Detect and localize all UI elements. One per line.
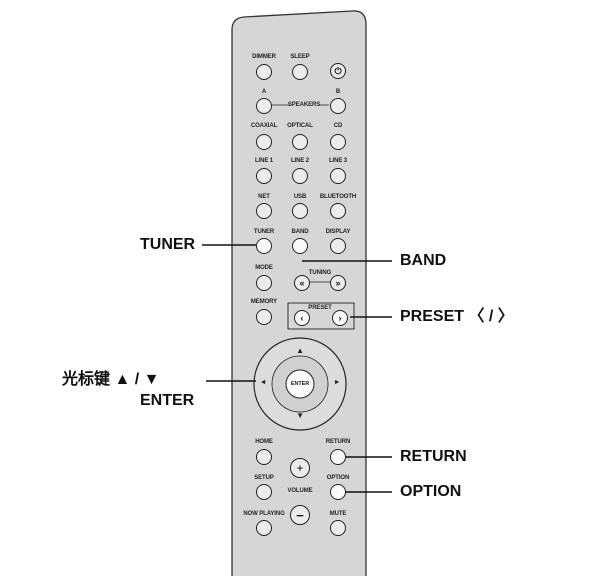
tuning-label: TUNING	[308, 270, 332, 276]
tuner-button[interactable]	[256, 238, 272, 254]
usb-label: USB	[293, 194, 307, 200]
memory-label: MEMORY	[250, 299, 278, 305]
bluetooth-button[interactable]	[330, 203, 346, 219]
callout-return: RETURN	[400, 448, 467, 465]
band-label: BAND	[291, 229, 309, 235]
callout-enter: ENTER	[140, 392, 195, 409]
mode-button[interactable]	[256, 275, 272, 291]
callout-band: BAND	[400, 252, 447, 269]
power-icon: ⏻	[334, 65, 342, 76]
mute-label: MUTE	[329, 511, 347, 517]
line1-button[interactable]	[256, 168, 272, 184]
return-button[interactable]	[330, 449, 346, 465]
line1-label: LINE 1	[254, 158, 274, 164]
double-chevron-right-icon: »	[335, 277, 341, 288]
cursor-down-icon[interactable]: ▼	[296, 411, 304, 420]
speakers-label: SPEAKERS	[287, 102, 321, 108]
speakers-a-label: A	[261, 89, 267, 95]
optical-button[interactable]	[292, 134, 308, 150]
return-label: RETURN	[325, 439, 351, 445]
line3-label: LINE 3	[328, 158, 348, 164]
mode-label: MODE	[255, 265, 273, 271]
sleep-button[interactable]	[292, 64, 308, 80]
line3-button[interactable]	[330, 168, 346, 184]
preset-next-button[interactable]: ›	[332, 310, 348, 326]
now-playing-button[interactable]	[256, 520, 272, 536]
volume-label: VOLUME	[287, 488, 313, 494]
display-label: DISPLAY	[325, 229, 351, 235]
net-label: NET	[258, 194, 270, 200]
now-playing-label: NOW PLAYING	[243, 511, 285, 517]
speakers-b-button[interactable]	[330, 98, 346, 114]
cursor-right-icon[interactable]: ►	[333, 379, 341, 386]
sleep-label: SLEEP	[290, 54, 310, 60]
dimmer-label: DIMMER	[252, 54, 276, 60]
coaxial-button[interactable]	[256, 134, 272, 150]
home-button[interactable]	[256, 449, 272, 465]
chevron-right-icon: ›	[338, 312, 342, 323]
display-button[interactable]	[330, 238, 346, 254]
memory-button[interactable]	[256, 309, 272, 325]
line2-button[interactable]	[292, 168, 308, 184]
callout-preset: PRESET 〈 / 〉	[400, 308, 514, 325]
coaxial-label: COAXIAL	[250, 123, 278, 129]
plus-icon: +	[296, 461, 304, 475]
speakers-b-label: B	[335, 89, 341, 95]
option-button[interactable]	[330, 484, 346, 500]
option-label: OPTION	[326, 475, 350, 481]
enter-button[interactable]: ENTER	[290, 381, 310, 387]
bluetooth-label: BLUETOOTH	[319, 194, 357, 200]
speakers-a-button[interactable]	[256, 98, 272, 114]
volume-down-button[interactable]: −	[290, 505, 310, 525]
double-chevron-left-icon: «	[299, 277, 305, 288]
preset-prev-button[interactable]: ‹	[294, 310, 310, 326]
line2-label: LINE 2	[290, 158, 310, 164]
home-label: HOME	[255, 439, 273, 445]
preset-label: PRESET	[308, 305, 332, 311]
optical-label: OPTICAL	[287, 123, 313, 129]
cursor-up-icon[interactable]: ▲	[296, 346, 304, 355]
tuner-label: TUNER	[253, 229, 275, 235]
setup-button[interactable]	[256, 484, 272, 500]
volume-up-button[interactable]: +	[290, 458, 310, 478]
setup-label: SETUP	[254, 475, 274, 481]
callout-tuner: TUNER	[140, 236, 196, 253]
power-button[interactable]: ⏻	[330, 63, 346, 79]
callout-option: OPTION	[400, 483, 462, 500]
cursor-left-icon[interactable]: ◄	[259, 379, 267, 386]
tuning-up-button[interactable]: »	[330, 275, 346, 291]
cd-button[interactable]	[330, 134, 346, 150]
net-button[interactable]	[256, 203, 272, 219]
cd-label: CD	[333, 123, 343, 129]
mute-button[interactable]	[330, 520, 346, 536]
chevron-left-icon: ‹	[300, 312, 304, 323]
band-button[interactable]	[292, 238, 308, 254]
minus-icon: −	[296, 507, 304, 523]
tuning-down-button[interactable]: «	[294, 275, 310, 291]
dimmer-button[interactable]	[256, 64, 272, 80]
usb-button[interactable]	[292, 203, 308, 219]
callout-cursor-keys: 光标键 ▲ / ▼	[62, 371, 160, 388]
